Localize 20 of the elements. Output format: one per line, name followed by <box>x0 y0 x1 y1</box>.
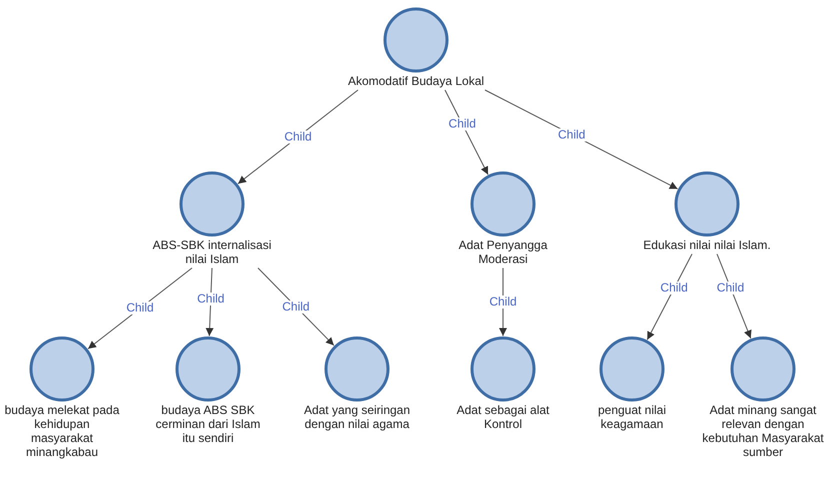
edge-label: Child <box>557 128 586 142</box>
edge-label: Child <box>488 296 518 308</box>
edge-label: Child <box>281 300 311 314</box>
edge-label: Child <box>196 292 226 306</box>
node-label: Edukasi nilai nilai Islam. <box>643 238 771 252</box>
node-label: Adat sebagai alat Kontrol <box>456 403 550 431</box>
node-label: ABS-SBK internalisasi nilai Islam <box>152 238 272 266</box>
node-label: Adat minang sangat relevan dengan kebutuhan Masyarakat sumber <box>701 403 825 459</box>
edge-label: Child <box>283 130 313 144</box>
node-label: Adat Penyangga Moderasi <box>458 238 548 266</box>
edge-label: Child <box>125 302 155 315</box>
edge-label: Child <box>448 117 477 130</box>
node-label: Adat yang seiringan dengan nilai agama <box>302 403 412 431</box>
node-label: budaya melekat pada kehidupan masyarakat minangkabau <box>4 403 120 459</box>
edge-label: Child <box>716 281 746 294</box>
node-label: Akomodatif Budaya Lokal <box>348 74 484 88</box>
arrow <box>238 90 358 184</box>
edge-label: Child <box>659 282 689 295</box>
node-label: budaya ABS SBK cerminan dari Islam itu sendiri <box>154 403 262 445</box>
node-label: penguat nilai keagamaan <box>596 403 668 431</box>
